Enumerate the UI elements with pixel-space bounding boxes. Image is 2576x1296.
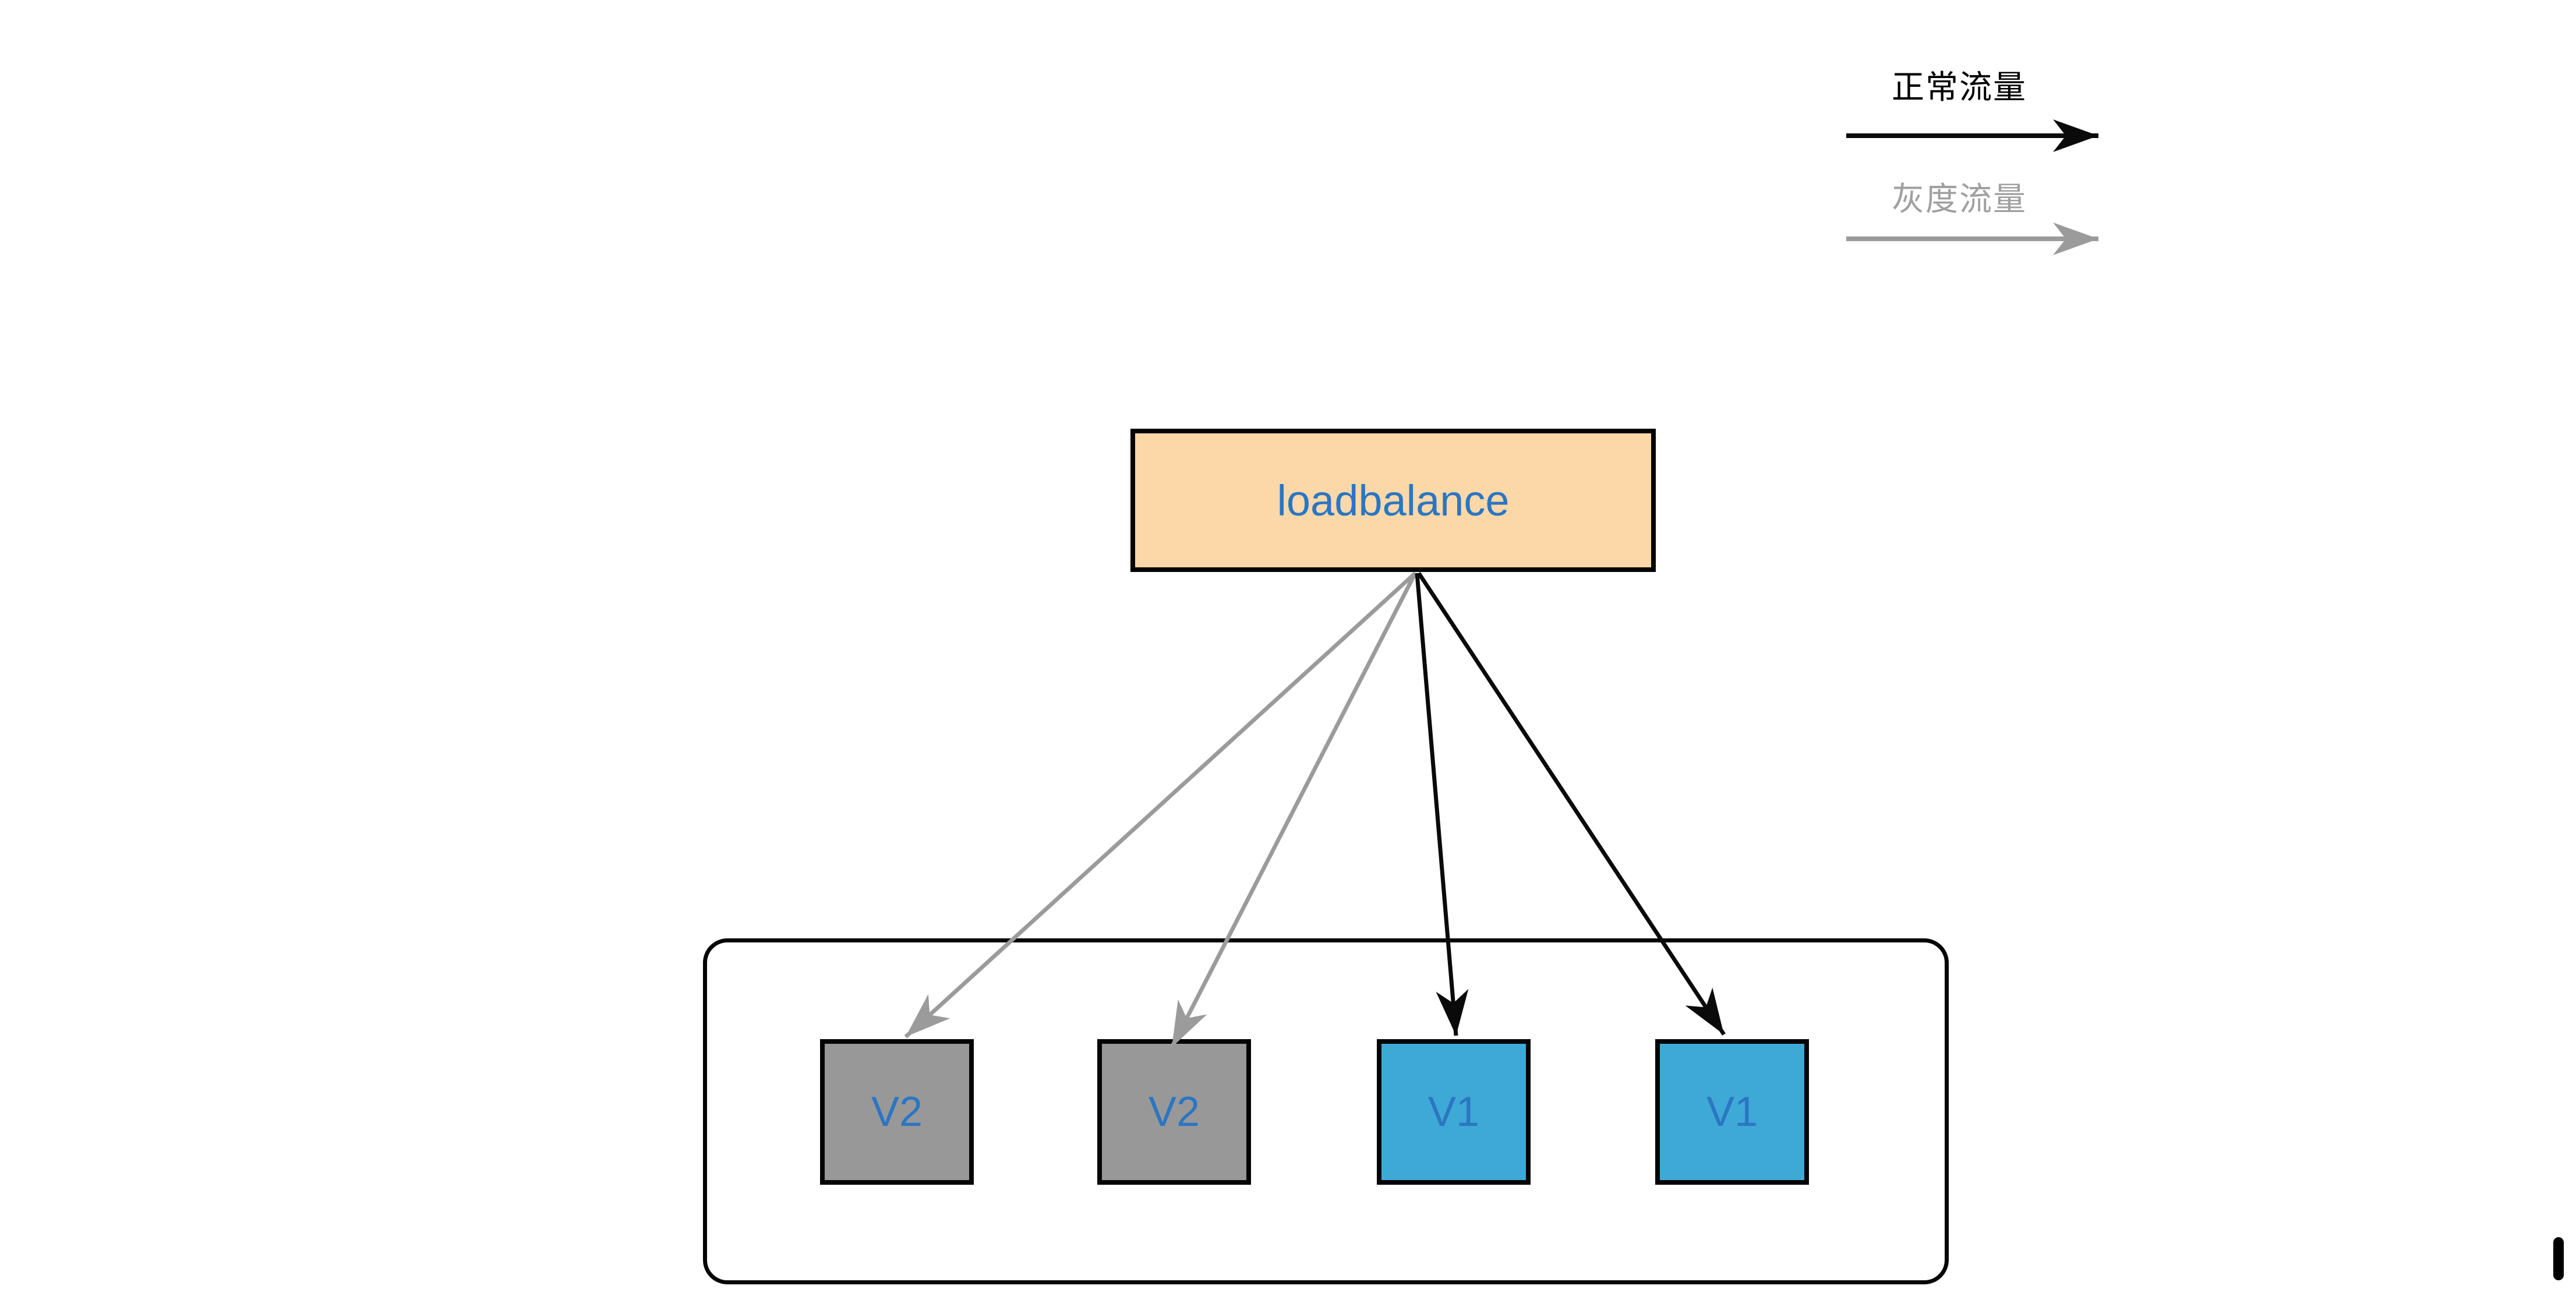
loadbalance-label: loadbalance <box>1277 476 1510 525</box>
legend-gray-traffic-label: 灰度流量 <box>1892 181 2027 217</box>
instance-v2-node-1: V2 <box>820 1039 974 1185</box>
instance-v1-node-2: V1 <box>1655 1039 1809 1185</box>
loadbalance-node: loadbalance <box>1130 429 1656 572</box>
text-cursor-artifact <box>2553 1237 2564 1280</box>
instance-label: V1 <box>1427 1089 1480 1135</box>
instance-v1-node-1: V1 <box>1377 1039 1531 1185</box>
instance-label: V2 <box>871 1089 923 1135</box>
legend-normal-traffic-label: 正常流量 <box>1892 69 2027 105</box>
instance-label: V2 <box>1148 1089 1200 1135</box>
instance-v2-node-2: V2 <box>1097 1039 1251 1185</box>
instance-label: V1 <box>1706 1089 1758 1135</box>
